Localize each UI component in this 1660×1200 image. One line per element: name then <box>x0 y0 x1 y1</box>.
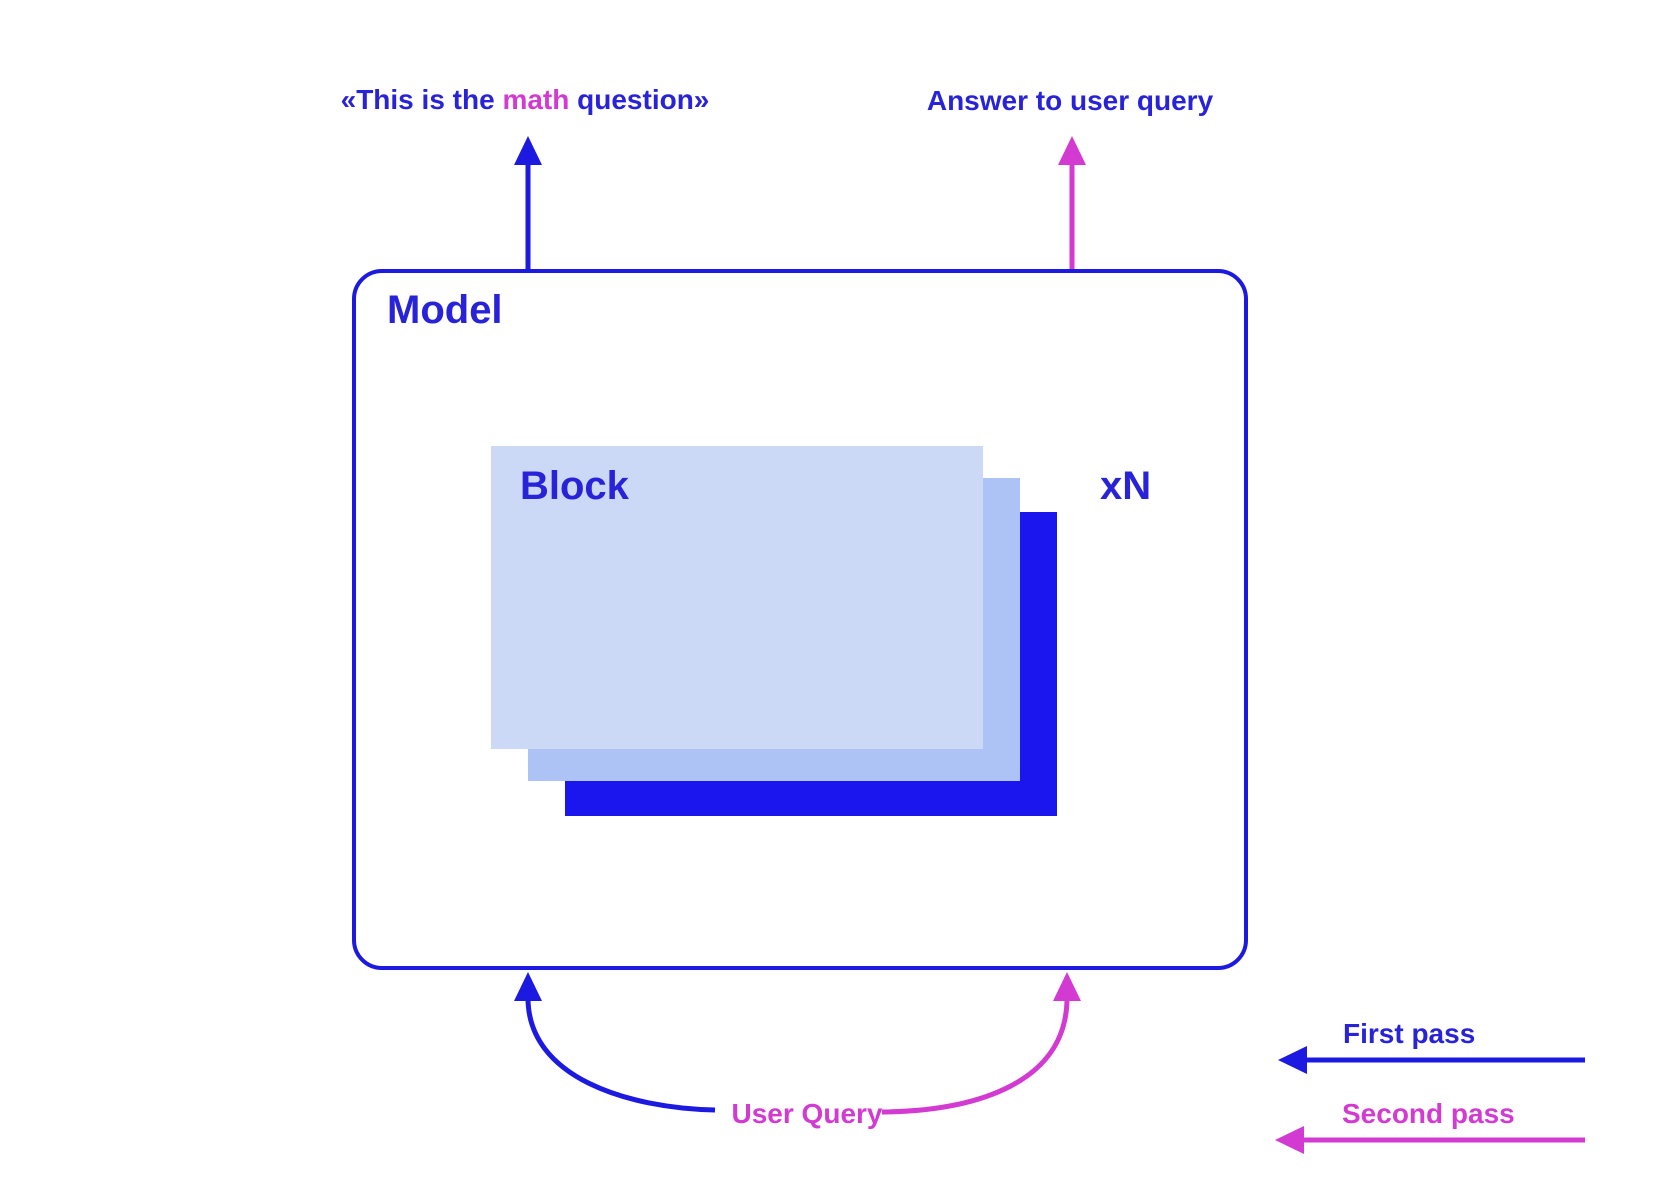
second-pass-output-arrow <box>1058 136 1086 269</box>
second-pass-output-label: Answer to user query <box>926 85 1214 116</box>
user-query-second-pass-arrow <box>881 972 1081 1115</box>
legend-first-pass-label: First pass <box>1343 1018 1476 1049</box>
model-title: Model <box>387 288 503 332</box>
first-pass-output-label: «This is the math question» <box>341 86 710 114</box>
first-pass-output-label-suffix: question» <box>569 84 710 115</box>
legend-first-pass-arrow <box>1278 1046 1585 1074</box>
legend-second-pass-arrow <box>1275 1126 1585 1154</box>
first-pass-output-label-prefix: «This is the <box>340 84 503 115</box>
block-title: Block <box>520 464 629 508</box>
user-query-label: User Query <box>731 1098 883 1129</box>
legend-second-pass-label: Second pass <box>1342 1098 1515 1129</box>
block-layer-front <box>491 446 983 749</box>
user-query-first-pass-arrow <box>514 972 716 1113</box>
first-pass-output-label-highlight: math <box>502 84 570 115</box>
first-pass-output-arrow <box>514 136 542 269</box>
block-repeat-label: xN <box>1100 464 1152 508</box>
